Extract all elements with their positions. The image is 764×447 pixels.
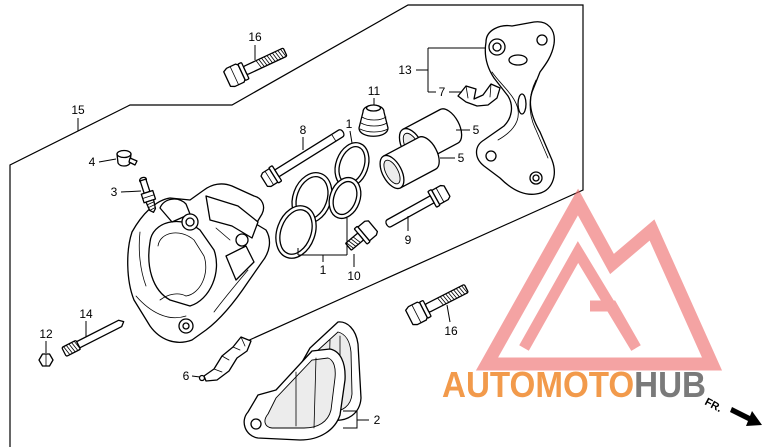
callout-lower-pin: 9: [405, 216, 412, 247]
brake-pad-front: [243, 348, 346, 441]
callout-long-pin: 14: [79, 307, 93, 337]
callout-label: 6: [183, 369, 190, 383]
lower-slide-pin: [385, 184, 451, 228]
callout-caliper-assembly: 15: [71, 103, 85, 131]
seal-ring-lower-right: [328, 176, 362, 220]
callout-label: 9: [405, 233, 412, 247]
callout-label: 16: [444, 324, 458, 338]
caliper-body: [127, 183, 271, 343]
callout-label: 1: [346, 117, 353, 131]
pin-bolt: [345, 220, 379, 251]
callout-lower-seal: 1: [297, 218, 348, 277]
callout-pin-bolt: 10: [347, 254, 361, 283]
direction-marker: FR.: [703, 396, 762, 426]
watermark-logo: [475, 188, 723, 371]
bleeder-cap: [116, 149, 138, 167]
callout-bleeder: 3: [111, 185, 142, 199]
callout-pads: 2: [343, 410, 381, 429]
callout-label: 7: [439, 85, 446, 99]
callout-bracket: 13 7: [398, 47, 486, 99]
callout-label: 1: [320, 263, 327, 277]
callout-bleeder-cap: 4: [89, 155, 117, 169]
long-pin: [61, 319, 125, 357]
watermark-wordmark: AUTOMOTOHUB: [442, 364, 706, 405]
assembly-outline: [9, 4, 584, 447]
upper-slide-pin: [260, 129, 345, 188]
pin-boot: [358, 104, 389, 137]
callout-label: 12: [39, 327, 53, 341]
bleeder-valve: [138, 176, 157, 213]
callout-label: 13: [398, 63, 412, 77]
callout-lower-piston: 5: [440, 151, 465, 165]
callout-spring-clip: 6: [183, 369, 201, 383]
callout-upper-piston: 5: [456, 123, 480, 137]
callout-label: 10: [347, 269, 361, 283]
callout-label: 3: [111, 185, 118, 199]
callout-label: 11: [368, 84, 381, 98]
callout-upper-bolt: 16: [248, 30, 262, 60]
callout-label: 8: [300, 123, 307, 137]
caliper-bracket: [475, 21, 555, 195]
watermark-word-part2: HUB: [634, 364, 706, 405]
watermark-word-part1: AUTOMOTO: [442, 364, 634, 405]
callout-label: 2: [374, 413, 381, 427]
watermark-triangle-icon: [475, 188, 723, 371]
piston-lower: [379, 136, 440, 190]
callout-label: 15: [71, 103, 85, 117]
callout-label: 5: [473, 123, 480, 137]
callout-upper-seal: 1: [346, 117, 353, 144]
callout-label: 5: [458, 151, 465, 165]
callout-lower-bolt: 16: [444, 304, 458, 338]
callout-upper-pin: 8: [300, 123, 307, 150]
arrow-down-right-icon: [730, 407, 762, 426]
watermark-inner-icon: [519, 241, 641, 351]
callout-label: 4: [89, 155, 96, 169]
bracket-clip: [457, 83, 501, 107]
callout-boot: 11: [368, 84, 381, 105]
callout-label: 16: [248, 30, 262, 44]
callout-nut: 12: [39, 327, 53, 353]
hex-nut: [38, 353, 54, 367]
lower-mounting-bolt: [405, 284, 469, 326]
spring-clip: [198, 336, 252, 382]
upper-mounting-bolt: [223, 47, 288, 88]
callout-label: 14: [79, 307, 93, 321]
seal-ring-lower-left: [275, 205, 317, 259]
